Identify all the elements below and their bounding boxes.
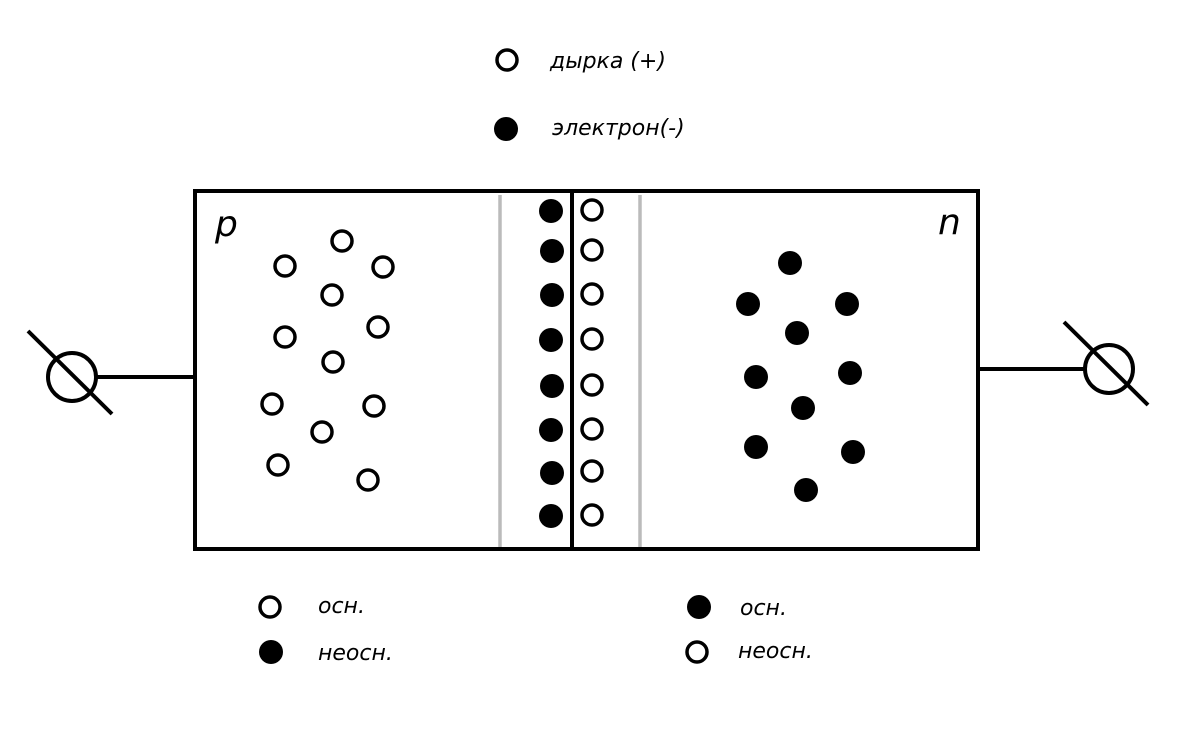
electron-icon bbox=[539, 328, 563, 352]
hole-icon bbox=[273, 325, 297, 349]
electron-icon bbox=[841, 440, 865, 464]
hole-icon bbox=[260, 392, 284, 416]
legend-electron-label: электрон(-) bbox=[552, 116, 685, 141]
electron-icon bbox=[838, 361, 862, 385]
legend-hole-label: дырка (+) bbox=[549, 49, 666, 74]
n-majority-label: осн. bbox=[740, 596, 787, 621]
top-legend: дырка (+) электрон(-) bbox=[494, 48, 685, 141]
hole-icon bbox=[366, 315, 390, 339]
electron-icon bbox=[778, 251, 802, 275]
p-carrier-legend: осн. неосн. bbox=[258, 594, 393, 666]
hole-icon bbox=[362, 394, 386, 418]
n-minority-label: неосн. bbox=[738, 639, 813, 664]
hole-icon bbox=[685, 640, 709, 664]
p-region-label: p bbox=[214, 204, 238, 245]
electron-icon bbox=[744, 435, 768, 459]
electron-icon bbox=[540, 283, 564, 307]
hole-icon bbox=[371, 255, 395, 279]
electron-icon bbox=[539, 199, 563, 223]
electron-icon bbox=[794, 478, 818, 502]
electron-icon bbox=[785, 321, 809, 345]
electron-icon bbox=[540, 461, 564, 485]
hole-icon bbox=[580, 459, 604, 483]
hole-icon bbox=[580, 238, 604, 262]
hole-icon bbox=[273, 254, 297, 278]
terminal-slash bbox=[1062, 320, 1150, 407]
hole-icon bbox=[580, 417, 604, 441]
depletion-holes bbox=[580, 198, 604, 527]
depletion-electrons bbox=[539, 199, 564, 528]
n-region-electrons bbox=[736, 251, 865, 502]
electron-icon bbox=[540, 239, 564, 263]
left-terminal bbox=[26, 329, 195, 416]
hole-icon bbox=[356, 468, 380, 492]
p-region-holes bbox=[260, 229, 395, 492]
right-terminal bbox=[978, 320, 1150, 407]
hole-icon bbox=[310, 420, 334, 444]
electron-icon bbox=[540, 374, 564, 398]
electron-icon bbox=[791, 396, 815, 420]
hole-icon bbox=[258, 595, 282, 619]
hole-icon bbox=[320, 283, 344, 307]
hole-icon bbox=[266, 453, 290, 477]
electron-icon bbox=[835, 292, 859, 316]
n-region-label: n bbox=[938, 202, 961, 243]
p-minority-label: неосн. bbox=[318, 641, 393, 666]
n-carrier-legend: осн. неосн. bbox=[685, 595, 813, 664]
hole-icon bbox=[580, 198, 604, 222]
p-majority-label: осн. bbox=[318, 594, 365, 619]
hole-icon bbox=[580, 282, 604, 306]
electron-icon bbox=[744, 365, 768, 389]
hole-icon bbox=[495, 48, 519, 72]
electron-icon bbox=[687, 595, 711, 619]
electron-icon bbox=[539, 418, 563, 442]
electron-icon bbox=[259, 640, 283, 664]
hole-icon bbox=[580, 503, 604, 527]
hole-icon bbox=[321, 350, 345, 374]
electron-icon bbox=[539, 504, 563, 528]
hole-icon bbox=[330, 229, 354, 253]
hole-icon bbox=[580, 373, 604, 397]
terminal-slash bbox=[26, 329, 114, 416]
hole-icon bbox=[580, 327, 604, 351]
electron-icon bbox=[736, 292, 760, 316]
electron-icon bbox=[494, 117, 518, 141]
